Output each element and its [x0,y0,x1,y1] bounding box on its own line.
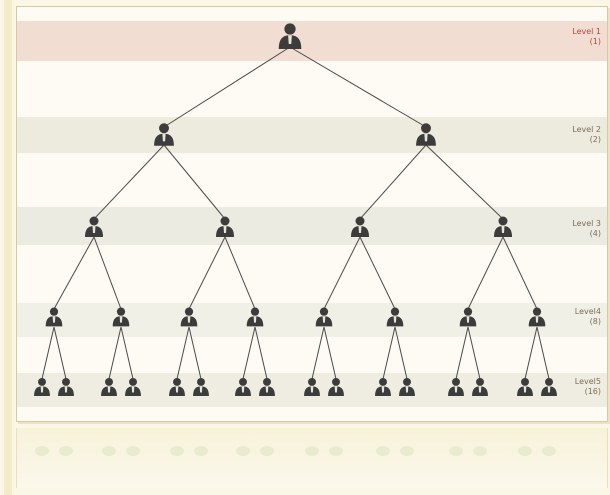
reflection-ghost [518,446,532,456]
connector-line [394,326,408,380]
person-icon [517,378,533,397]
person-icon [304,378,320,397]
connector-line [93,144,165,220]
connector-line [176,326,190,380]
reflection-strip [16,428,608,488]
connector-line [502,236,538,310]
level-1-band [17,21,607,61]
level-3-name: Level 3 [572,219,601,228]
person-icon [246,307,264,327]
connector-line [536,326,550,380]
level-4-name: Level4 [574,307,601,316]
level-2-band [17,117,607,153]
connector-line [323,326,337,380]
connector-line [188,236,226,310]
reflection-ghost [305,446,319,456]
level-5-name: Level5 [574,377,601,386]
connector-line [242,326,256,380]
level-1-label: Level 1 (1) [553,27,601,47]
connector-line [455,326,469,380]
person-icon [169,378,185,397]
connector-line [254,326,268,380]
reflection-ghost [236,446,250,456]
level-3-label: Level 3 (4) [553,219,601,239]
connector-line [53,236,95,310]
person-icon [216,216,234,237]
person-icon [45,307,63,327]
person-icon [101,378,117,397]
reflection-ghost [126,446,140,456]
pyramid-diagram: Level 1 (1) Level 2 (2) Level 3 (4) Leve… [16,6,608,422]
connector-line [163,144,226,220]
connector-line [41,326,55,380]
connector-line [467,326,481,380]
person-icon [459,307,477,327]
reflection-ghost [449,446,463,456]
level-1-name: Level 1 [572,27,601,36]
person-icon [125,378,141,397]
person-icon [58,378,74,397]
reflection-ghost [542,446,556,456]
person-icon [399,378,415,397]
reflection-ghost [170,446,184,456]
connector-line [224,236,256,310]
reflection-ghost [473,446,487,456]
connector-line [382,326,396,380]
person-icon [386,307,404,327]
reflection-ghost [260,446,274,456]
level-2-name: Level 2 [572,125,601,134]
person-icon [85,216,103,237]
person-icon [112,307,130,327]
reflection-ghost [194,446,208,456]
level-5-label: Level5 (16) [553,377,601,397]
connector-line [524,326,538,380]
person-icon [351,216,369,237]
level-3-band [17,207,607,245]
connector-line [53,326,67,380]
connector-line [359,144,427,220]
person-icon [154,123,174,146]
person-icon [235,378,251,397]
person-icon [193,378,209,397]
level-3-count: (4) [589,229,601,238]
person-icon [328,378,344,397]
connector-line [359,236,396,310]
person-icon [494,216,512,237]
connector-line [163,46,291,128]
reflection-ghost [102,446,116,456]
level-4-label: Level4 (8) [553,307,601,327]
person-icon [315,307,333,327]
reflection-ghost [35,446,49,456]
reflection-ghost [329,446,343,456]
level-1-count: (1) [589,37,601,46]
level-5-count: (16) [584,387,601,396]
level-2-count: (2) [589,135,601,144]
person-icon [416,123,436,146]
person-icon [375,378,391,397]
person-icon [259,378,275,397]
connector-line [289,46,427,128]
person-icon [528,307,546,327]
person-icon [472,378,488,397]
page-edge [4,0,12,495]
connector-line [467,236,504,310]
person-icon [278,23,302,49]
level-2-label: Level 2 (2) [553,125,601,145]
connector-line [120,326,134,380]
person-icon [541,378,557,397]
reflection-ghost [400,446,414,456]
connector-line [93,236,122,310]
person-icon [448,378,464,397]
connector-line [188,326,202,380]
level-4-count: (8) [589,317,601,326]
connector-line [323,236,361,310]
connector-line [425,144,504,220]
person-icon [180,307,198,327]
connector-line [108,326,122,380]
reflection-ghost [376,446,390,456]
tree-graph [34,23,557,397]
reflection-ghost [59,446,73,456]
person-icon [34,378,50,397]
connector-line [311,326,325,380]
